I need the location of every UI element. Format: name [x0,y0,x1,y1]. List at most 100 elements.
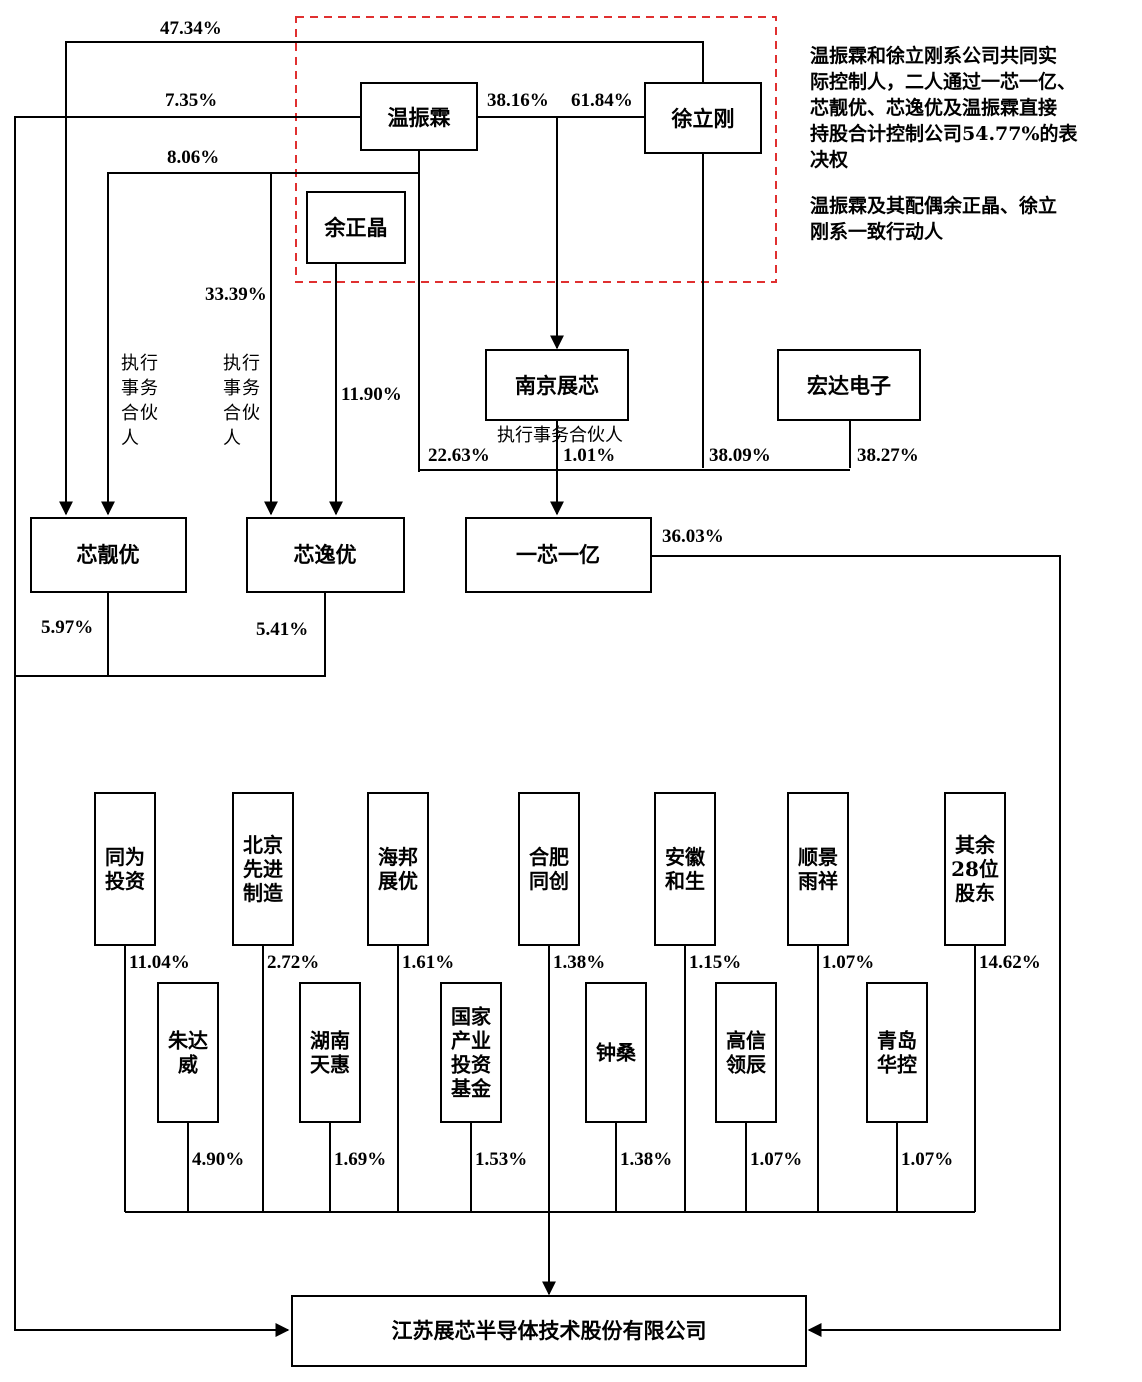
shareholder-name: 华控 [877,1053,917,1077]
gp-label-horizontal: 执行事务合伙人 [497,425,623,446]
shareholder-name: 同创 [529,869,569,893]
shareholder-name: 天惠 [310,1053,350,1077]
entity-yu-label: 余正晶 [324,215,388,240]
pct-xu-yixin: 38.09% [709,445,771,466]
shareholder-name: 产业 [451,1029,491,1053]
entity-xinyi[interactable]: 芯逸优 [246,517,405,593]
shareholder-pct: 1.38% [620,1149,672,1170]
shareholder-name: 顺景 [798,845,838,869]
pct-yixin-company: 36.03% [662,526,724,547]
pct-xinyi-company: 5.41% [256,619,308,640]
gp-char: 人 [223,428,241,449]
entity-wen[interactable]: 温振霖 [360,82,478,151]
shareholder-name: 展优 [378,869,418,893]
entity-yixin[interactable]: 一芯一亿 [465,517,652,593]
shareholder-name: 高信 [726,1029,766,1053]
gp-char: 行 [242,353,260,374]
note-line: 际控制人，二人通过一芯一亿、 [810,70,1076,93]
gp-char: 人 [121,428,139,449]
gp-char: 事 [121,378,139,399]
entity-xu[interactable]: 徐立刚 [644,82,762,154]
gp-char: 行 [140,353,158,374]
shareholder-pct: 2.72% [267,952,319,973]
shareholder-name: 领辰 [726,1053,767,1077]
shareholder-pct: 1.53% [475,1149,527,1170]
pct-xu-xinliang: 47.34% [160,18,222,39]
entity-xinliang-label: 芯靓优 [77,542,140,567]
shareholder-pct: 1.07% [750,1149,802,1170]
entity-wen-label: 温振霖 [388,105,451,130]
shareholder-name: 先进 [243,857,283,881]
note-line: 刚系一致行动人 [810,220,944,243]
shareholder-name: 股东 [955,881,995,905]
shareholder-name: 其余 [955,833,996,857]
shareholder-name: 同为 [105,845,145,869]
entity-yu[interactable]: 余正晶 [306,191,406,264]
shareholder-pct: 1.69% [334,1149,386,1170]
entity-company[interactable]: 江苏展芯半导体技术股份有限公司 [291,1295,807,1367]
pct-wen-company: 7.35% [165,90,217,111]
pct-xu-nanjing: 61.84% [571,90,633,111]
pct-wen-xinyi: 33.39% [205,284,267,305]
note-line: 持股合计控制公司54.77%的表 [810,122,1079,145]
shareholder-pct: 11.04% [129,952,190,973]
shareholder-name: 制造 [243,881,284,905]
gp-char: 伙 [242,403,260,424]
shareholder-name: 基金 [451,1077,492,1101]
shareholder-name: 投资 [451,1053,491,1077]
control-group-border [295,16,777,283]
gp-char: 务 [140,378,158,399]
shareholder-pct: 1.07% [901,1149,953,1170]
shareholder-name: 国家 [451,1005,492,1029]
shareholder-zhongsang[interactable]: 钟桑 1.38% [585,982,672,1212]
gp-char: 执 [223,353,241,374]
shareholder-group: 同为投资11.04%朱达威4.90%北京先进制造2.72%湖南天惠1.69%海邦… [94,792,1041,1212]
entity-xinliang[interactable]: 芯靓优 [30,517,187,593]
gp-char: 合 [121,403,139,424]
entity-hongda[interactable]: 宏达电子 [777,349,921,421]
pct-nanjing-yixin: 1.01% [563,445,615,466]
gp-char: 合 [223,403,241,424]
shareholder-name: 28位 [951,857,999,881]
shareholder-name: 威 [178,1053,198,1077]
shareholder-pct: 14.62% [979,952,1041,973]
shareholder-name: 钟桑 [596,1041,637,1065]
entity-nanjing-label: 南京展芯 [515,373,599,398]
shareholder-pct: 1.61% [402,952,454,973]
entity-xinyi-label: 芯逸优 [294,542,357,567]
shareholder-name: 安徽 [665,845,706,869]
shareholder-zhuda[interactable]: 朱达威 4.90% [157,982,244,1212]
shareholder-pct: 1.15% [689,952,741,973]
shareholder-name: 朱达 [168,1029,208,1053]
gp-label-vertical-2: 执行事务合伙人 [223,353,260,449]
entity-hongda-label: 宏达电子 [807,373,891,398]
gp-char: 事 [223,378,241,399]
gp-label-vertical-1: 执行事务合伙人 [121,353,158,449]
shareholder-name: 和生 [665,869,705,893]
shareholder-pct: 1.07% [822,952,874,973]
note-line: 温振霖及其配偶余正晶、徐立 [810,194,1057,217]
entity-xu-label: 徐立刚 [671,106,735,131]
pct-wen-yixin: 22.63% [428,445,490,466]
gp-char: 伙 [140,403,158,424]
percentage-labels: 47.34% 7.35% 8.06% 38.16% 61.84% 33.39% … [41,18,919,640]
shareholder-pct: 4.90% [192,1149,244,1170]
shareholder-name: 海邦 [378,845,418,869]
shareholder-name: 合肥 [529,845,569,869]
pct-wen-nanjing: 38.16% [487,90,549,111]
pct-wen-xinliang: 8.06% [167,147,219,168]
gp-char: 务 [242,378,260,399]
pct-hongda-yixin: 38.27% [857,445,919,466]
entity-nanjing[interactable]: 南京展芯 [485,349,629,421]
